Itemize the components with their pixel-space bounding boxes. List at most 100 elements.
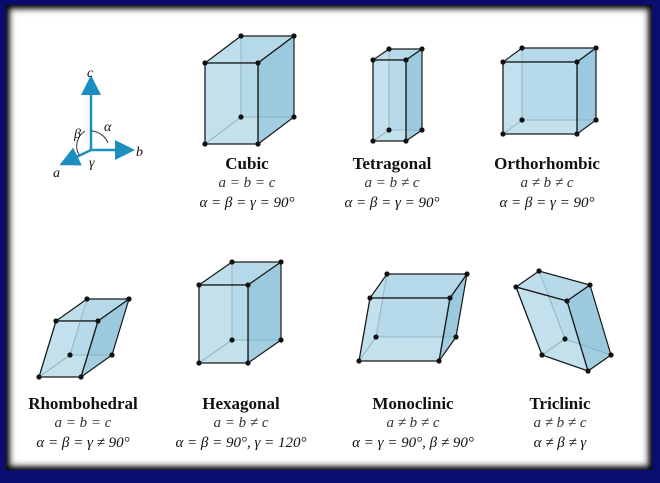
- lattice-point: [67, 352, 73, 358]
- system-name: Monoclinic: [372, 394, 454, 413]
- lattice-point: [453, 334, 459, 340]
- lattice-point: [238, 114, 244, 120]
- lattice-point: [585, 368, 591, 374]
- lattice-point: [278, 337, 284, 343]
- front-face: [204, 62, 259, 145]
- lattice-point: [278, 259, 284, 265]
- caption-tetragonal: Tetragonal a = b ≠ c α = β = γ = 90°: [327, 154, 457, 213]
- lattice-point: [126, 296, 132, 302]
- alpha-label: α: [104, 120, 112, 135]
- figure-panel: c b a α β γ Cubic a = b = c α = β = γ = …: [6, 5, 652, 470]
- lattice-point: [519, 117, 525, 123]
- lattice-point: [78, 374, 84, 380]
- lattice-point: [500, 59, 506, 65]
- angle-relation: α ≠ β ≠ γ: [533, 435, 587, 451]
- beta-label: β: [73, 127, 81, 142]
- hexagonal-cell: [196, 259, 284, 366]
- system-name: Hexagonal: [202, 394, 280, 413]
- lattice-point: [464, 271, 470, 277]
- lattice-point: [436, 358, 442, 364]
- tetragonal-cell: [370, 46, 425, 144]
- system-name: Triclinic: [529, 394, 591, 413]
- lattice-point: [593, 117, 599, 123]
- angle-relation: α = β = γ = 90°: [344, 195, 440, 211]
- gamma-label: γ: [89, 156, 95, 171]
- side-face: [405, 47, 423, 143]
- angle-relation: α = β = γ = 90°: [199, 195, 295, 211]
- lattice-point: [386, 46, 392, 52]
- axis-relation: a = b ≠ c: [213, 415, 269, 431]
- lattice-point: [202, 60, 208, 66]
- lattice-point: [539, 352, 545, 358]
- unit-cells: [36, 33, 614, 380]
- lattice-point: [255, 60, 261, 66]
- a-axis-label: a: [53, 166, 60, 181]
- axis-relation: a = b = c: [54, 415, 112, 431]
- axis-relation: a ≠ b ≠ c: [386, 415, 440, 431]
- angle-relation: α = γ = 90°, β ≠ 90°: [352, 435, 474, 451]
- front-face: [502, 61, 578, 135]
- axis-relation: a ≠ b ≠ c: [533, 415, 587, 431]
- lattice-point: [196, 282, 202, 288]
- angle-relation: α = β = γ ≠ 90°: [36, 435, 130, 451]
- lattice-point: [291, 114, 297, 120]
- lattice-point: [373, 334, 379, 340]
- lattice-point: [536, 268, 542, 274]
- system-name: Cubic: [225, 154, 269, 173]
- axes-legend: c b a α β γ: [53, 66, 143, 181]
- lattice-point: [513, 284, 519, 290]
- lattice-point: [587, 282, 593, 288]
- lattice-point: [109, 352, 115, 358]
- orthorhombic-cell: [500, 45, 599, 137]
- lattice-point: [291, 33, 297, 39]
- lattice-point: [370, 138, 376, 144]
- cubic-cell: [202, 33, 297, 147]
- alpha-arc: [90, 130, 109, 144]
- angle-relation: α = β = γ = 90°: [499, 195, 595, 211]
- lattice-point: [245, 360, 251, 366]
- caption-cubic: Cubic a = b = c α = β = γ = 90°: [187, 154, 307, 213]
- lattice-point: [419, 46, 425, 52]
- lattice-point: [36, 374, 42, 380]
- lattice-point: [419, 127, 425, 133]
- lattice-point: [500, 131, 506, 137]
- lattice-point: [367, 295, 373, 301]
- lattice-point: [255, 141, 261, 147]
- a-axis-arrow: [59, 147, 92, 166]
- lattice-point: [562, 336, 568, 342]
- angle-relation: α = β = 90°, γ = 120°: [175, 435, 307, 451]
- lattice-point: [229, 337, 235, 343]
- lattice-point: [593, 45, 599, 51]
- system-name: Rhombohedral: [28, 394, 138, 413]
- lattice-point: [386, 127, 392, 133]
- lattice-point: [370, 57, 376, 63]
- axis-relation: a ≠ b ≠ c: [520, 175, 574, 191]
- system-name: Orthorhombic: [494, 154, 600, 173]
- lattice-point: [245, 282, 251, 288]
- lattice-point: [564, 298, 570, 304]
- lattice-point: [447, 295, 453, 301]
- lattice-point: [95, 318, 101, 324]
- axis-relation: a = b = c: [218, 175, 276, 191]
- lattice-point: [238, 33, 244, 39]
- triclinic-cell: [513, 268, 614, 374]
- system-name: Tetragonal: [352, 154, 432, 173]
- side-face: [576, 46, 597, 136]
- caption-orthorhombic: Orthorhombic a ≠ b ≠ c α = β = γ = 90°: [477, 154, 617, 213]
- lattice-point: [384, 271, 390, 277]
- front-face: [358, 297, 451, 362]
- lattice-point: [403, 138, 409, 144]
- lattice-point: [608, 352, 614, 358]
- caption-monoclinic: Monoclinic a ≠ b ≠ c α = γ = 90°, β ≠ 90…: [337, 394, 489, 453]
- lattice-point: [229, 259, 235, 265]
- lattice-point: [519, 45, 525, 51]
- caption-rhombohedral: Rhombohedral a = b = c α = β = γ ≠ 90°: [13, 394, 153, 453]
- lattice-point: [574, 131, 580, 137]
- axis-relation: a = b ≠ c: [364, 175, 420, 191]
- lattice-point: [403, 57, 409, 63]
- lattice-point: [356, 358, 362, 364]
- lattice-point: [196, 360, 202, 366]
- caption-triclinic: Triclinic a ≠ b ≠ c α ≠ β ≠ γ: [500, 394, 620, 453]
- crystal-systems-diagram: c b a α β γ: [36, 33, 614, 380]
- lattice-point: [574, 59, 580, 65]
